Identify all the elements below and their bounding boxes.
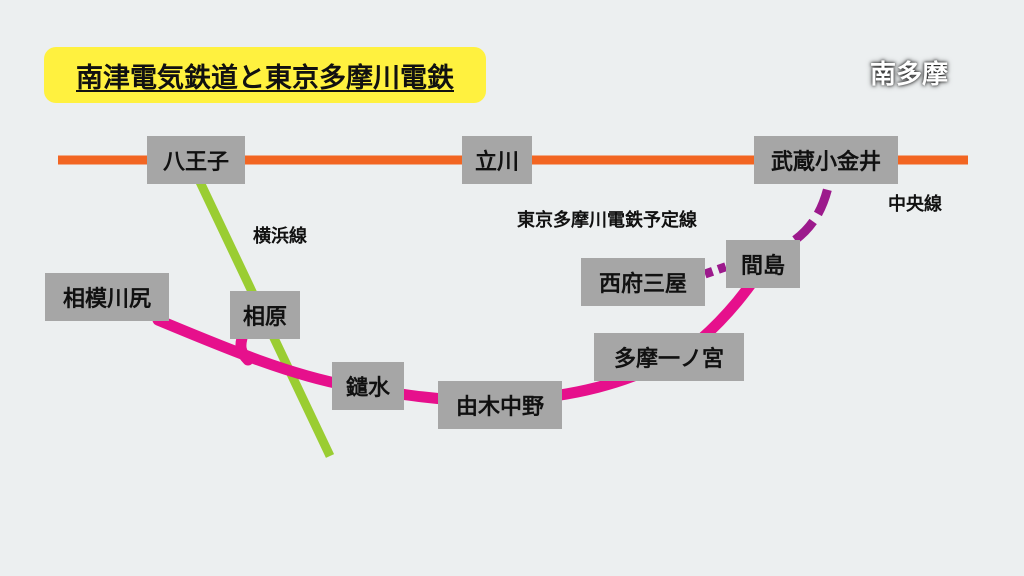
brand-logo-text: 南多摩 [870, 60, 949, 90]
station-tachikawa[interactable]: 立川 [462, 136, 532, 184]
station-musashi-koganei[interactable]: 武蔵小金井 [754, 136, 898, 184]
tokyo-tamagawa-planned-line [792, 177, 835, 244]
yokohama-line-label: 横浜線 [253, 226, 307, 247]
station-yugi-nakano[interactable]: 由木中野 [438, 381, 562, 429]
map-title-banner: 南津電気鉄道と東京多摩川電鉄 [44, 47, 486, 103]
station-sagamihara[interactable]: 相模川尻 [45, 273, 169, 321]
station-tama-ichinomiya[interactable]: 多摩一ノ宮 [594, 333, 744, 381]
map-title: 南津電気鉄道と東京多摩川電鉄 [76, 62, 454, 94]
station-aihara[interactable]: 相原 [230, 291, 300, 339]
chuo-line-label: 中央線 [888, 194, 942, 215]
station-nishifu-mitsuya[interactable]: 西府三屋 [581, 258, 705, 306]
station-yarimizu[interactable]: 鑓水 [332, 362, 404, 410]
aihara-branch-line [235, 332, 254, 366]
station-mashima[interactable]: 間島 [726, 240, 800, 288]
tokyo-tamagawa-planned-branch [703, 261, 730, 279]
station-hachioji[interactable]: 八王子 [147, 136, 245, 184]
tokyo-tamagawa-planned-line-label: 東京多摩川電鉄予定線 [517, 210, 697, 231]
